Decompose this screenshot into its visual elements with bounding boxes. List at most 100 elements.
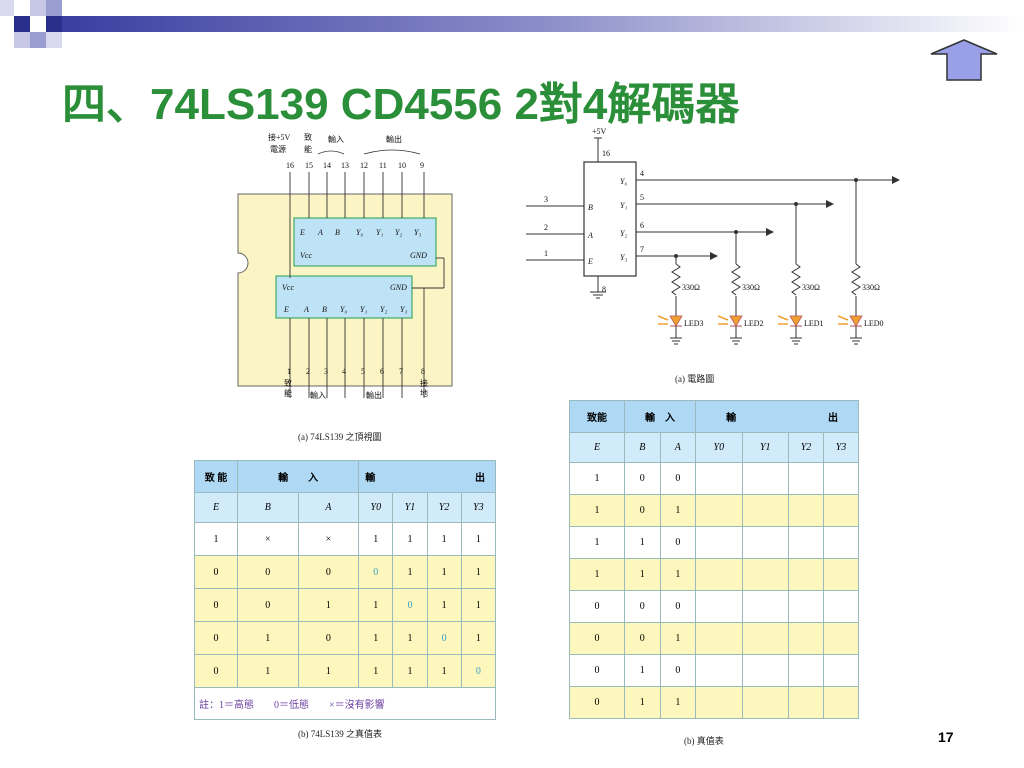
bottom-input-label: 輸入 [310, 390, 326, 400]
svg-text:Y₂: Y₂ [380, 305, 387, 314]
top-pin-number: 10 [398, 161, 406, 170]
svg-text:16: 16 [602, 149, 610, 158]
th-output-r: 出 [427, 460, 497, 493]
table-cell [741, 462, 790, 495]
resistor-label: 330Ω [862, 283, 880, 292]
svg-text:8: 8 [602, 285, 606, 294]
top-pin-number: 15 [305, 161, 313, 170]
up-arrow-icon[interactable] [929, 38, 999, 82]
tc-output-r: 出 [788, 400, 859, 433]
upper-vcc: Vcc [300, 251, 312, 260]
svg-text:Y₀: Y₀ [340, 305, 347, 314]
table-cell: 1 [569, 462, 625, 495]
table-cell: 0 [624, 622, 661, 655]
svg-text:6: 6 [640, 221, 644, 230]
bottom-gnd-label-2: 地 [420, 388, 428, 398]
circuit-vcc: +5V [592, 127, 607, 136]
subheader-cell: E [194, 492, 238, 523]
table-cell [695, 654, 743, 687]
table-b-caption: (b) 74LS139 之真值表 [298, 729, 382, 739]
svg-text:Y₂: Y₂ [620, 229, 627, 238]
table-cell: 1 [569, 494, 625, 527]
table-cell: 0 [460, 654, 497, 688]
table-cell: 0 [426, 621, 462, 655]
table-cell: 0 [569, 654, 625, 687]
svg-text:Y₁: Y₁ [376, 228, 383, 237]
table-cell: 1 [426, 588, 462, 622]
table-cell [695, 622, 743, 655]
th-output-l: 輸 [358, 460, 428, 493]
table-cell [788, 558, 824, 591]
subheader-cell: Y3 [460, 492, 497, 523]
bottom-pin-number: 8 [421, 367, 425, 376]
deco-square [30, 16, 46, 32]
table-cell: 1 [392, 621, 428, 655]
lower-vcc: Vcc [282, 283, 294, 292]
table-cell: 0 [392, 588, 428, 622]
led-label: LED3 [684, 319, 704, 328]
page-number: 17 [938, 729, 954, 745]
svg-text:Y₃: Y₃ [400, 305, 407, 314]
table-cell: 1 [624, 558, 661, 591]
svg-text:E: E [587, 257, 593, 266]
table-cell: 1 [460, 555, 497, 589]
table-cell [695, 686, 743, 719]
table-cell: 0 [659, 462, 697, 495]
svg-text:A: A [303, 305, 309, 314]
vcc-label: 接+5V [268, 132, 291, 142]
svg-text:Y₀: Y₀ [620, 177, 627, 186]
table-cell [741, 686, 790, 719]
table-cell: 1 [426, 654, 462, 688]
table-cell [822, 494, 860, 527]
bottom-output-label: 輸出 [366, 390, 382, 400]
svg-text:Y₀: Y₀ [356, 228, 363, 237]
deco-square [14, 16, 30, 32]
table-cell [788, 622, 824, 655]
table-cell [788, 494, 824, 527]
table-cell: × [297, 522, 360, 556]
subheader-cell: Y3 [822, 432, 860, 463]
svg-text:B: B [588, 203, 593, 212]
deco-square [0, 0, 14, 16]
table-cell [822, 558, 860, 591]
header-bar [60, 16, 1024, 32]
table-cell [822, 654, 860, 687]
table-cell [695, 462, 743, 495]
th-input: 輸 入 [236, 460, 360, 493]
bottom-pin-number: 6 [380, 367, 384, 376]
table-cell [741, 558, 790, 591]
upper-gnd: GND [410, 251, 427, 260]
svg-text:7: 7 [640, 245, 644, 254]
enable-label-2: 能 [304, 144, 312, 154]
table-cell [822, 686, 860, 719]
deco-square [46, 0, 62, 16]
table-cell: 0 [237, 588, 299, 622]
table-cell: 1 [659, 494, 697, 527]
table-cell: 1 [659, 622, 697, 655]
subheader-cell: Y2 [426, 492, 462, 523]
svg-text:4: 4 [640, 169, 644, 178]
table-cell [695, 590, 743, 623]
subheader-cell: Y0 [358, 492, 394, 523]
subheader-cell: Y1 [392, 492, 428, 523]
svg-text:B: B [335, 228, 340, 237]
svg-text:5: 5 [640, 193, 644, 202]
upper-chip [293, 217, 437, 267]
bottom-pin-number: 2 [306, 367, 310, 376]
table-cell [788, 590, 824, 623]
header-decoration [0, 0, 1024, 48]
circuit-diagram: +5V 16 8 3 2 1 4 5 6 7 B [526, 127, 900, 345]
table-cell: 0 [624, 590, 661, 623]
circuit-caption: (a) 電路圖 [675, 374, 715, 384]
table-cell: × [237, 522, 299, 556]
table-c-caption: (b) 真值表 [684, 736, 724, 746]
